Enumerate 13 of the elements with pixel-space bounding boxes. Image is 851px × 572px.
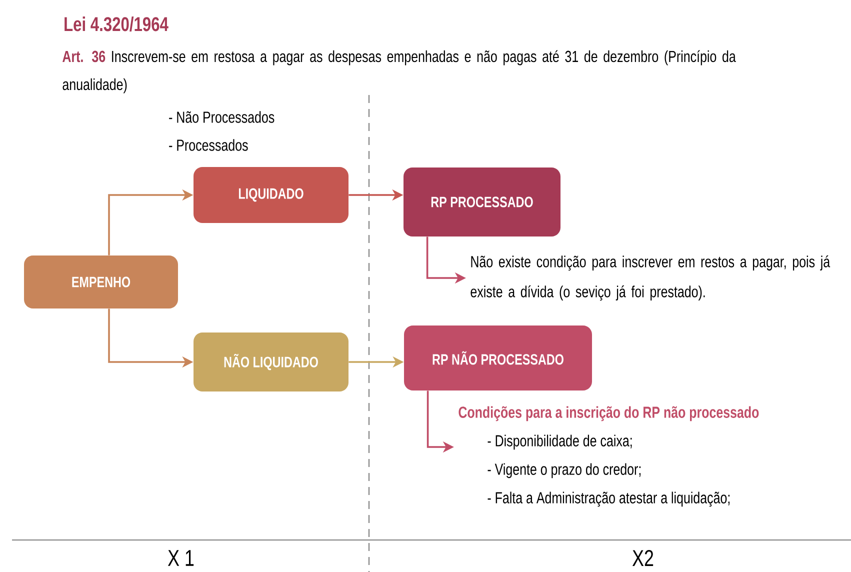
process-box: NÃO LIQUIDADO [194,332,348,392]
process-box: RP PROCESSADO [404,168,560,236]
period-label: X2 [632,550,654,566]
process-box: LIQUIDADO [194,167,348,223]
note-text: Não existe condição para inscrever em restos a pagar, pois já existe a dívida (o seviço já foi prestado). [470,255,830,301]
period-label: X 1 [168,550,194,566]
list-item: - Não Processados [169,111,274,123]
process-box: RP NÃO PROCESSADO [404,326,592,390]
title: Lei 4.320/1964 [64,16,168,32]
article-text: Art. 36 Inscrevem-se em restosa a pagar as despesas empenhadas e não pagas até 31 de dezembro (Princípio da anualidade) [62,50,736,94]
list-item: - Processados [169,139,248,151]
conditions-list: Condições para a inscrição do RP não processado - Disponibilidade de caixa; - Vigente o prazo do credor; - Falta a Administração atestar a liquidação; [458,406,759,507]
process-box: EMPENHO [24,256,178,308]
